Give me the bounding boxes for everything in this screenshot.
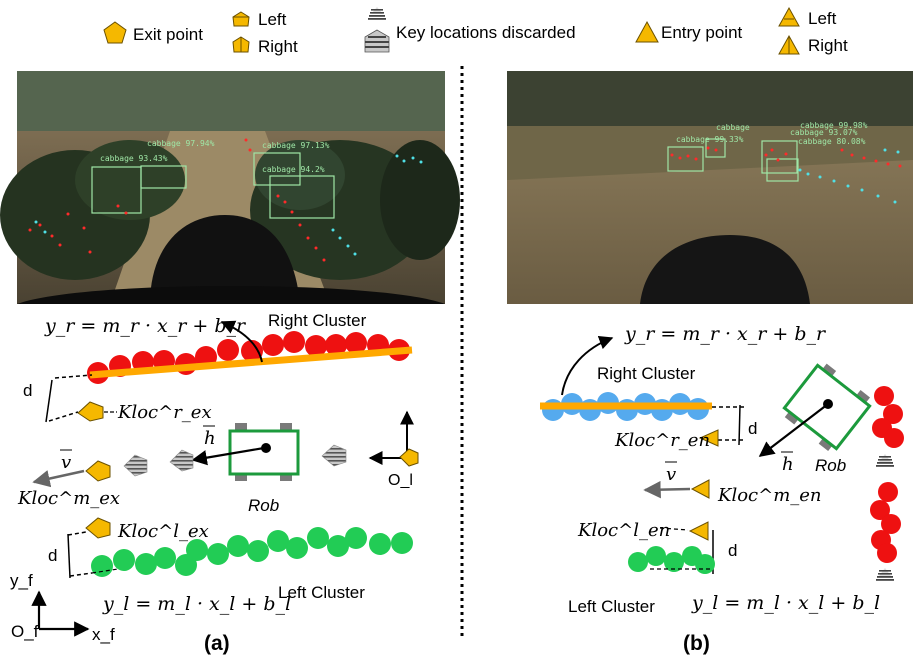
kloc-l-en-b: Kloc^l_en xyxy=(577,520,670,541)
axis-x-label-a: x_f xyxy=(92,625,115,644)
left-line-fit-a xyxy=(91,568,119,574)
velocity-label-b: v xyxy=(666,464,676,485)
photo-b-label-5: cabbage xyxy=(716,123,750,132)
right-cluster-label-a: Right Cluster xyxy=(268,311,367,330)
right-entry-point-b xyxy=(698,429,719,447)
legend-entry-right: Right xyxy=(808,36,848,55)
photo-a-label-1: cabbage 97.94% xyxy=(147,139,215,148)
discarded-markers-a xyxy=(123,444,347,477)
legend-entry-left: Left xyxy=(808,9,837,28)
right-exit-point-a xyxy=(77,401,104,422)
d-bracket-top-a xyxy=(45,374,93,423)
photo-a-label-4: cabbage 94.2% xyxy=(262,165,325,174)
kloc-l-en-leader-b xyxy=(659,527,689,531)
panel-b-photo: cabbage 99.98% cabbage 93.07% cabbage 99… xyxy=(507,71,913,304)
discarded-small-icon xyxy=(368,7,386,20)
frame-axes-a xyxy=(31,590,90,637)
red-cluster-b xyxy=(870,386,904,563)
eq-right-a: y_r = m_r · x_r + b_r xyxy=(44,315,247,337)
panel-a-photo: cabbage 97.94% cabbage 93.43% cabbage 97… xyxy=(0,71,460,304)
heading-arrow-a xyxy=(191,446,265,466)
eq-left-a: y_l = m_l · x_l + b_l xyxy=(102,593,291,615)
robot-label-a: Rob xyxy=(248,496,279,515)
velocity-label-a: v xyxy=(61,452,71,473)
kloc-m-ex-a: Kloc^m_ex xyxy=(17,488,120,509)
kloc-r-ex-a: Kloc^r_ex xyxy=(117,402,212,423)
entry-right-icon xyxy=(778,34,800,55)
left-exit-point-a xyxy=(85,517,111,539)
photo-b-label-1: cabbage 99.98% xyxy=(800,121,868,130)
d-label-bottom-a: d xyxy=(48,546,57,565)
right-line-fit-a xyxy=(89,346,413,379)
d-label-top-b: d xyxy=(748,419,757,438)
local-frame-a xyxy=(368,410,419,467)
d-label-bottom-b: d xyxy=(728,541,737,560)
left-cluster-label-a: Left Cluster xyxy=(278,583,365,602)
axis-y-label-a: y_f xyxy=(10,571,33,590)
eq-right-b: y_r = m_r · x_r + b_r xyxy=(624,323,827,345)
caption-a: (a) xyxy=(204,632,230,655)
kloc-l-ex-a: Kloc^l_ex xyxy=(117,521,209,542)
heading-arrow-b xyxy=(758,403,829,457)
entry-left-icon xyxy=(778,6,800,27)
right-cluster-label-b: Right Cluster xyxy=(597,364,696,383)
left-cluster-points-b xyxy=(628,546,715,574)
left-entry-point-b xyxy=(688,521,709,541)
photo-b-label-2: cabbage 93.07% xyxy=(790,128,858,137)
exit-left-icon xyxy=(232,11,250,27)
velocity-arrow-a xyxy=(32,469,85,488)
d-label-top-a: d xyxy=(23,381,32,400)
left-cluster-label-b: Left Cluster xyxy=(568,597,655,616)
d-bracket-bottom-a xyxy=(67,531,93,579)
exit-point-icon xyxy=(103,21,127,44)
discarded-markers-b xyxy=(876,454,894,581)
legend-discarded: Key locations discarded xyxy=(396,23,576,42)
eq-left-b: y_l = m_l · x_l + b_l xyxy=(691,592,880,614)
legend-exit-right: Right xyxy=(258,37,298,56)
photo-a-label-2: cabbage 93.43% xyxy=(100,154,168,163)
robot-a xyxy=(228,423,300,481)
mid-entry-point-b xyxy=(690,479,710,499)
d-bracket-top-b xyxy=(712,404,745,446)
eq-right-pointer-b xyxy=(561,335,614,396)
origin-frame-label-a: O_f xyxy=(11,622,39,641)
caption-b: (b) xyxy=(683,632,710,655)
velocity-arrow-b xyxy=(643,480,691,499)
panel-b-diagram: y_r = m_r · x_r + b_r Right Cluster d Kl… xyxy=(540,323,904,655)
mid-exit-point-a xyxy=(85,460,111,482)
robot-label-b: Rob xyxy=(815,456,846,475)
panel-a-diagram: y_r = m_r · x_r + b_r Right Cluster d Kl… xyxy=(10,311,419,655)
legend-exit-point: Exit point xyxy=(133,25,203,44)
kloc-r-en-b: Kloc^r_en xyxy=(614,430,710,451)
eq-right-pointer-a xyxy=(220,320,263,363)
entry-point-icon xyxy=(635,20,659,43)
legend: Exit point Left Right Key locations disc… xyxy=(103,6,848,56)
legend-entry-point: Entry point xyxy=(661,23,743,42)
photo-b-label-3: cabbage 99.33% xyxy=(676,135,744,144)
heading-label-b: h xyxy=(782,454,794,475)
exit-right-icon xyxy=(232,36,250,53)
kloc-m-en-b: Kloc^m_en xyxy=(717,485,822,506)
left-cluster-points-a xyxy=(91,527,413,577)
photo-b-label-4: cabbage 80.08% xyxy=(798,137,866,146)
photo-a-label-3: cabbage 97.13% xyxy=(262,141,330,150)
legend-exit-left: Left xyxy=(258,10,287,29)
heading-label-a: h xyxy=(204,428,216,449)
discarded-large-icon xyxy=(364,29,390,53)
origin-local-label-a: O_l xyxy=(388,472,413,489)
